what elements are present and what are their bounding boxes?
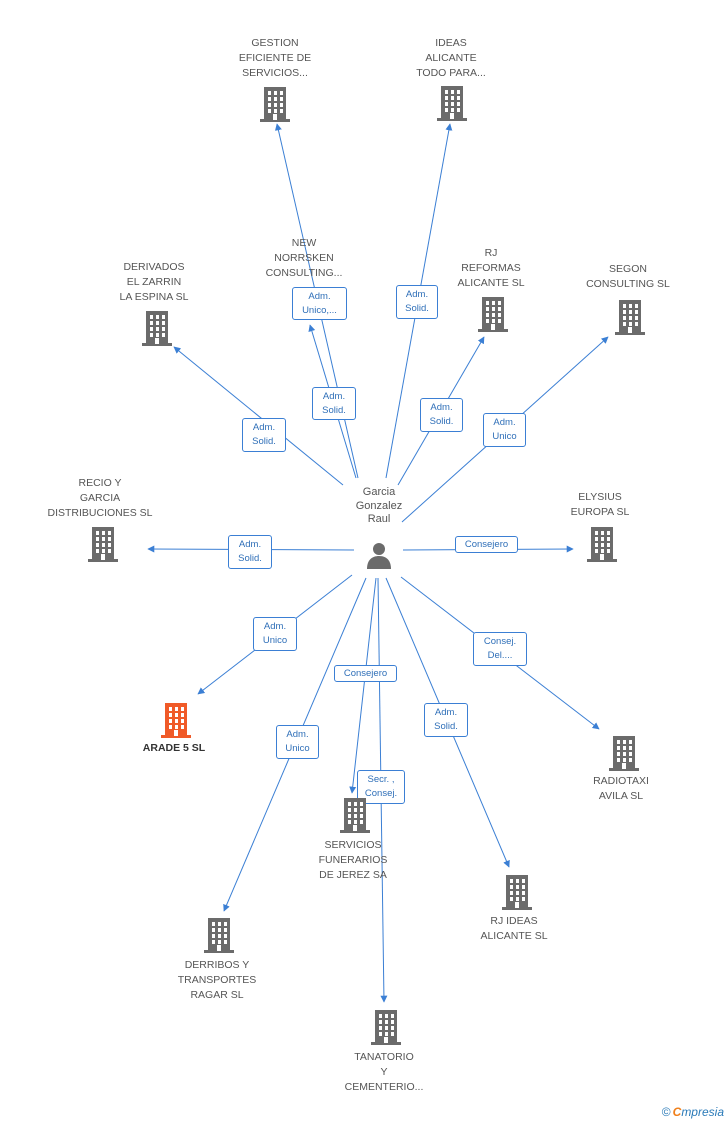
edge-label-elysius[interactable]: Consejero (455, 536, 518, 553)
edge-label-ideas_alicante[interactable]: Adm. Solid. (396, 285, 438, 319)
company-label-segon[interactable]: SEGON CONSULTING SL (586, 263, 670, 290)
building-icon-ideas_alicante[interactable] (436, 85, 468, 121)
copyright-symbol: © (661, 1105, 671, 1119)
edge-label-derivados[interactable]: Adm. Solid. (242, 418, 286, 452)
edge-label-servicios_funerarios[interactable]: Consejero (334, 665, 397, 682)
company-label-radiotaxi[interactable]: RADIOTAXI AVILA SL (593, 775, 649, 802)
edge-label-recio[interactable]: Adm. Solid. (228, 535, 272, 569)
brand-initial: C (672, 1105, 682, 1119)
building-icon-tanatorio[interactable] (370, 1009, 402, 1045)
company-label-tanatorio[interactable]: TANATORIO Y CEMENTERIO... (344, 1050, 424, 1093)
company-label-arade[interactable]: ARADE 5 SL (142, 741, 206, 754)
brand-name: mpresia (681, 1105, 724, 1119)
edge-label-rj_reformas[interactable]: Adm. Solid. (420, 398, 463, 432)
empresia-brand[interactable]: ©Cmpresia (662, 1105, 724, 1119)
edge-label-segon[interactable]: Adm. Unico (483, 413, 526, 447)
edge-label-derribos[interactable]: Adm. Unico (276, 725, 319, 759)
company-label-gestion[interactable]: GESTION EFICIENTE DE SERVICIOS... (238, 36, 312, 79)
edge-label-gestion[interactable]: Adm. Solid. (312, 387, 356, 420)
company-label-elysius[interactable]: ELYSIUS EUROPA SL (570, 491, 630, 518)
company-label-recio[interactable]: RECIO Y GARCIA DISTRIBUCIONES SL (47, 476, 153, 519)
company-label-rj_ideas[interactable]: RJ IDEAS ALICANTE SL (480, 915, 548, 942)
building-icon-derribos[interactable] (203, 917, 235, 953)
edge-line-derivados (173, 346, 344, 486)
building-icon-radiotaxi[interactable] (608, 735, 640, 771)
building-icon-derivados[interactable] (141, 310, 173, 346)
building-icon-gestion[interactable] (259, 86, 291, 122)
edge-line-servicios_funerarios (349, 577, 377, 794)
building-icon-rj_reformas[interactable] (477, 296, 509, 332)
company-label-rj_reformas[interactable]: RJ REFORMAS ALICANTE SL (457, 246, 525, 289)
person-icon[interactable] (364, 541, 394, 571)
building-icon-recio[interactable] (87, 526, 119, 562)
building-icon-segon[interactable] (614, 299, 646, 335)
company-label-ideas_alicante[interactable]: IDEAS ALICANTE TODO PARA... (416, 36, 486, 79)
person-name[interactable]: Garcia Gonzalez Raul (355, 486, 403, 525)
building-icon-rj_ideas[interactable] (501, 874, 533, 910)
company-label-servicios_funerarios[interactable]: SERVICIOS FUNERARIOS DE JEREZ SA (318, 838, 388, 881)
building-icon-elysius[interactable] (586, 526, 618, 562)
company-label-derivados[interactable]: DERIVADOS EL ZARRIN LA ESPINA SL (119, 260, 189, 303)
company-label-derribos[interactable]: DERRIBOS Y TRANSPORTES RAGAR SL (177, 958, 257, 1001)
building-icon-arade[interactable] (160, 702, 192, 738)
edge-label-radiotaxi[interactable]: Consej. Del.... (473, 632, 527, 666)
company-label-new_norrsken[interactable]: NEW NORRSKEN CONSULTING... (265, 236, 343, 279)
building-icon-servicios_funerarios[interactable] (339, 797, 371, 833)
edge-label-arade[interactable]: Adm. Unico (253, 617, 297, 651)
edge-label-new_norrsken[interactable]: Adm. Unico,... (292, 287, 347, 320)
edge-label-rj_ideas[interactable]: Adm. Solid. (424, 703, 468, 737)
